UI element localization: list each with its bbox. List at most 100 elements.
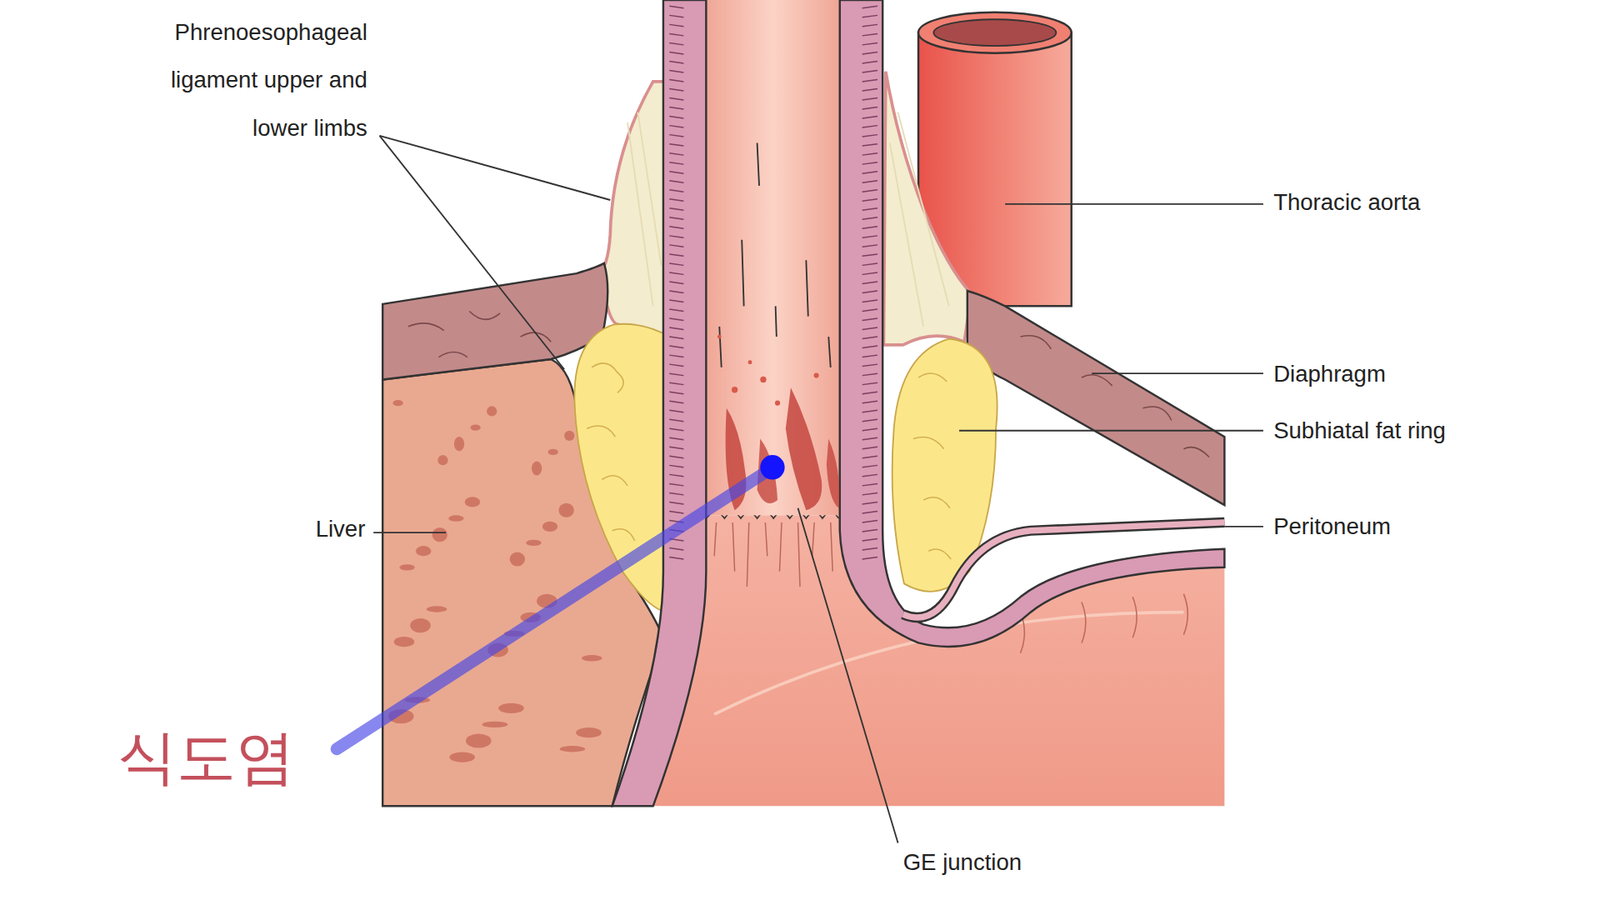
liver-texture	[470, 424, 480, 430]
liver-texture	[531, 460, 542, 475]
muscle-striation	[862, 400, 878, 403]
liver-texture	[437, 455, 448, 465]
muscle-striation	[669, 300, 684, 302]
esophagitis-lesion	[731, 386, 738, 393]
muscle-striation	[669, 309, 684, 311]
liver-texture	[432, 527, 448, 542]
esophagus-drawing	[719, 142, 830, 367]
muscle-striation	[669, 245, 684, 247]
muscle-striation	[669, 135, 684, 137]
muscle-striation	[669, 446, 684, 449]
muscle-striation	[862, 345, 878, 348]
muscle-striation	[669, 180, 684, 183]
liver-texture	[399, 564, 415, 570]
muscle-striation	[669, 5, 684, 8]
liver-texture	[448, 515, 464, 521]
liver-texture	[410, 618, 430, 633]
muscle-striation	[862, 245, 878, 247]
muscle-striation	[862, 492, 878, 495]
muscle-striation	[862, 290, 878, 293]
muscle-striation	[669, 42, 684, 45]
leader-line	[380, 135, 611, 200]
muscle-striation	[669, 190, 684, 192]
muscle-striation	[862, 501, 878, 504]
muscle-striation	[862, 153, 878, 155]
muscle-striation	[862, 180, 878, 183]
part-label: Liver	[315, 515, 366, 543]
esophagitis-lesion	[826, 439, 840, 509]
muscle-striation	[862, 419, 878, 421]
muscle-striation	[862, 89, 878, 91]
muscle-striation	[862, 318, 878, 320]
muscle-striation	[669, 254, 684, 256]
muscle-striation	[862, 24, 878, 26]
muscle-striation	[669, 327, 684, 330]
part-label: Phrenoesophageal ligament upper and lowe…	[117, 8, 368, 153]
muscle-striation	[862, 327, 878, 330]
esophagitis-lesion	[814, 373, 820, 379]
liver-texture	[525, 540, 541, 546]
muscle-striation	[669, 125, 684, 128]
liver-texture	[542, 521, 558, 532]
ge-junction-folds	[714, 522, 716, 556]
liver-texture	[482, 721, 509, 728]
esophagitis-lesion	[717, 335, 840, 511]
muscle-striation	[669, 60, 684, 63]
annotation-pointer	[336, 455, 785, 750]
esophagitis-lesion	[785, 387, 822, 510]
muscle-striation	[862, 199, 878, 201]
muscle-striation	[862, 483, 878, 485]
leader-line	[373, 135, 1264, 844]
liver-texture	[564, 430, 575, 441]
muscle-striation	[669, 33, 684, 35]
phrenoesophageal-ligament	[883, 71, 971, 345]
leader-line	[959, 430, 1264, 432]
muscle-striation	[669, 501, 684, 504]
muscle-striation	[862, 98, 878, 100]
liver-texture	[394, 636, 415, 647]
muscle-striation	[669, 281, 684, 284]
diaphragm-drawing	[967, 290, 1225, 505]
muscle-striation	[862, 162, 878, 165]
muscle-striation	[669, 171, 684, 174]
muscle-striation	[669, 208, 684, 210]
leader-line	[1005, 203, 1264, 205]
part-label: Peritoneum	[1273, 512, 1391, 540]
muscle-striation	[862, 446, 878, 449]
muscle-striation	[669, 5, 878, 560]
ge-junction-folds	[765, 522, 767, 556]
leader-line	[798, 508, 899, 844]
liver-texture	[465, 496, 480, 507]
muscle-striation	[862, 80, 878, 82]
muscle-striation	[669, 437, 684, 440]
muscle-striation	[669, 199, 684, 201]
muscle-striation	[669, 400, 684, 403]
muscle-striation	[669, 162, 684, 165]
muscle-striation	[862, 557, 878, 560]
muscle-striation	[669, 548, 684, 550]
ge-junction-folds	[812, 522, 815, 556]
muscle-striation	[862, 15, 878, 17]
muscle-striation	[669, 318, 684, 320]
esophagus-drawing	[840, 0, 1225, 647]
muscle-striation	[862, 355, 878, 357]
muscle-striation	[862, 300, 878, 302]
muscle-striation	[862, 539, 878, 541]
peritoneum-drawing	[903, 522, 1225, 618]
muscle-striation	[669, 391, 684, 394]
muscle-striation	[669, 263, 684, 265]
muscle-striation	[669, 465, 684, 467]
muscle-striation	[862, 51, 878, 54]
muscle-striation	[862, 530, 878, 532]
liver-texture	[510, 551, 525, 566]
muscle-striation	[669, 290, 684, 293]
liver-texture	[498, 703, 525, 714]
muscle-striation	[862, 465, 878, 467]
muscle-striation	[669, 70, 684, 72]
aorta-drawing	[933, 19, 1056, 46]
muscle-striation	[669, 217, 684, 220]
muscle-striation	[862, 254, 878, 256]
leader-line	[1224, 525, 1264, 528]
muscle-striation	[669, 51, 684, 54]
liver-texture	[454, 436, 465, 451]
